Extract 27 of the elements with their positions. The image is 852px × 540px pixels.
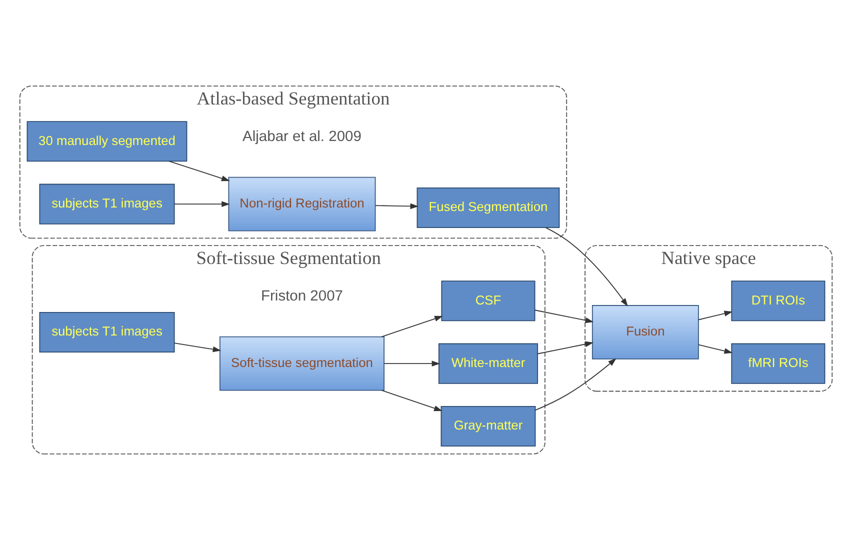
node-box: fMRI ROIs [731,343,826,384]
arrow [375,203,419,210]
node-box: Gray-matter [440,406,536,447]
node-box: Fusion [592,305,699,360]
arrow [168,160,230,182]
arrow [381,316,443,338]
node-box: Fused Segmentation [416,187,560,228]
arrow [174,342,222,352]
node-box: 30 manually segmented [26,121,188,162]
arrow [381,390,442,412]
arrow [384,360,440,366]
node-box: Non-rigid Registration [228,176,376,232]
arrow [698,310,733,320]
node-box: White-matter [438,343,538,384]
arrow [698,344,733,354]
arrow [174,201,230,207]
node-box: subjects T1 images [39,312,175,353]
arrow [545,227,628,307]
node-label: Friston 2007 [260,288,343,305]
arrow [534,358,616,411]
node-label: Aljabar et al. 2009 [242,129,362,146]
node-box: subjects T1 images [39,184,175,224]
arrow [537,341,594,354]
node-box: DTI ROIs [731,280,826,322]
arrow [534,310,594,324]
node-box: Soft-tissue segmentation [219,336,384,391]
node-box: CSF [441,280,536,322]
